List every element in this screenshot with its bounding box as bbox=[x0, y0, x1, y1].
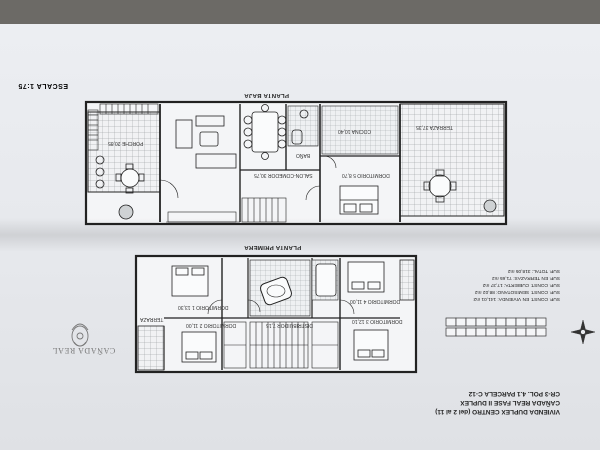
title-line: CAÑADA REAL FASE II DUPLEX bbox=[460, 399, 560, 406]
surfaces-block: SUP. CONST. EN VIVIENDA: 141,01 m2 SUP. … bbox=[450, 262, 560, 302]
room-label-dormitorio-2: DORMITORIO 2 11,00 bbox=[186, 322, 237, 328]
floor-title-ground: PLANTA BAJA bbox=[244, 92, 289, 98]
room-label-terraza: TERRAZA 37,35 bbox=[416, 124, 453, 130]
room-label-cocina: COCINA 10,40 bbox=[338, 128, 372, 134]
surface-line: SUP. TOTAL: 318,05 m2 bbox=[507, 268, 560, 273]
canada-real-logo bbox=[71, 323, 89, 347]
room-label-dormitorio-3: DORMITORIO 3 12,10 bbox=[352, 318, 403, 324]
room-label-distribuidor: DISTRIBUIDOR 7,15 bbox=[266, 322, 313, 328]
surface-line: SUP. CONST. SEMISOTANO: 88,02 m2 bbox=[474, 289, 560, 294]
floor-title-first: PLANTA PRIMERA bbox=[244, 244, 302, 250]
surface-line: SUP. EN TERRAZAS: 71,65 m2 bbox=[491, 275, 560, 280]
room-label-dormitorio-4: DORMITORIO 4 11,00 bbox=[350, 298, 401, 304]
room-label-terraza-first: TERRAZA bbox=[140, 316, 164, 322]
ground-floor-plan bbox=[84, 100, 508, 226]
room-label-dormitorio-1: DORMITORIO 1 13,30 bbox=[178, 304, 229, 310]
brand-name: CAÑADA REAL bbox=[52, 346, 116, 355]
title-line: VIVIENDA DUPLEX CENTRO (del 2 al 11) bbox=[435, 408, 560, 415]
first-floor-plan bbox=[134, 254, 418, 374]
legend-strip bbox=[445, 317, 547, 337]
surface-line: SUP. CONST. CUBIERTA: 17,37 m2 bbox=[482, 282, 560, 287]
room-label-salon-comedor: SALON-COMEDOR 30,75 bbox=[254, 172, 313, 178]
scale-label: ESCALA 1:75 bbox=[18, 82, 68, 89]
surface-line: SUP. CONST. EN VIVIENDA: 141,01 m2 bbox=[473, 296, 560, 301]
room-label-dormitorio-5: DORMITORIO 5 8,70 bbox=[342, 172, 390, 178]
title-line: CR-3 POL. 4.1 PARCELA C-12 bbox=[468, 390, 560, 397]
title-block: VIVIENDA DUPLEX CENTRO (del 2 al 11) CAÑ… bbox=[385, 376, 560, 416]
room-label-bano: BAÑO bbox=[296, 152, 311, 158]
plan-sheet bbox=[0, 24, 600, 450]
compass-rose-icon bbox=[570, 319, 596, 345]
room-label-porche: PORCHE 20,85 bbox=[108, 140, 144, 146]
